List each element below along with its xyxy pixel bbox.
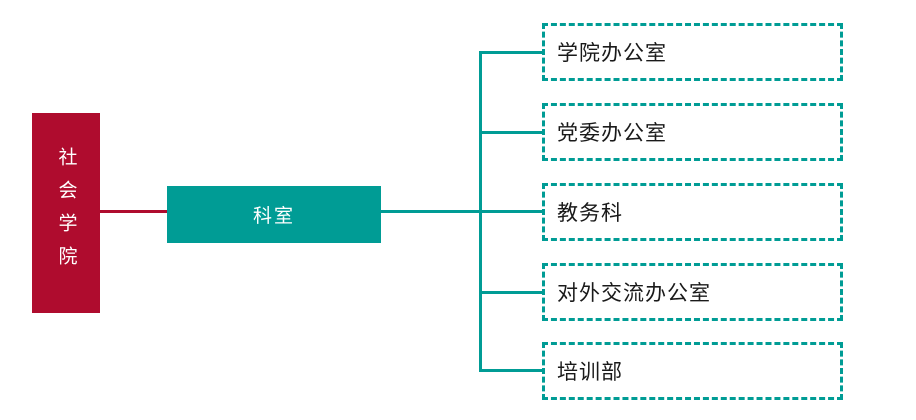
org-node-root: 社会学院 (32, 113, 100, 313)
connector-root-to-middle (100, 210, 167, 213)
connector-branch-4 (479, 291, 542, 294)
org-node-child-4-label: 对外交流办公室 (557, 281, 711, 305)
connector-branch-1 (479, 51, 542, 54)
org-node-child-4: 对外交流办公室 (542, 263, 843, 321)
org-node-middle-label: 科室 (252, 205, 295, 227)
org-node-child-3-label: 教务科 (557, 201, 623, 225)
org-node-child-3: 教务科 (542, 183, 843, 241)
org-node-child-1: 学院办公室 (542, 23, 843, 81)
org-node-middle: 科室 (167, 186, 381, 243)
connector-spine (479, 51, 482, 372)
connector-branch-5 (479, 369, 542, 372)
org-node-child-5: 培训部 (542, 342, 843, 400)
org-node-child-2: 党委办公室 (542, 103, 843, 161)
org-node-child-5-label: 培训部 (557, 360, 623, 384)
org-node-root-label: 社会学院 (55, 147, 78, 279)
connector-middle-to-spine (381, 210, 542, 213)
org-node-child-1-label: 学院办公室 (557, 41, 667, 65)
connector-branch-2 (479, 131, 542, 134)
org-node-child-2-label: 党委办公室 (557, 121, 667, 145)
